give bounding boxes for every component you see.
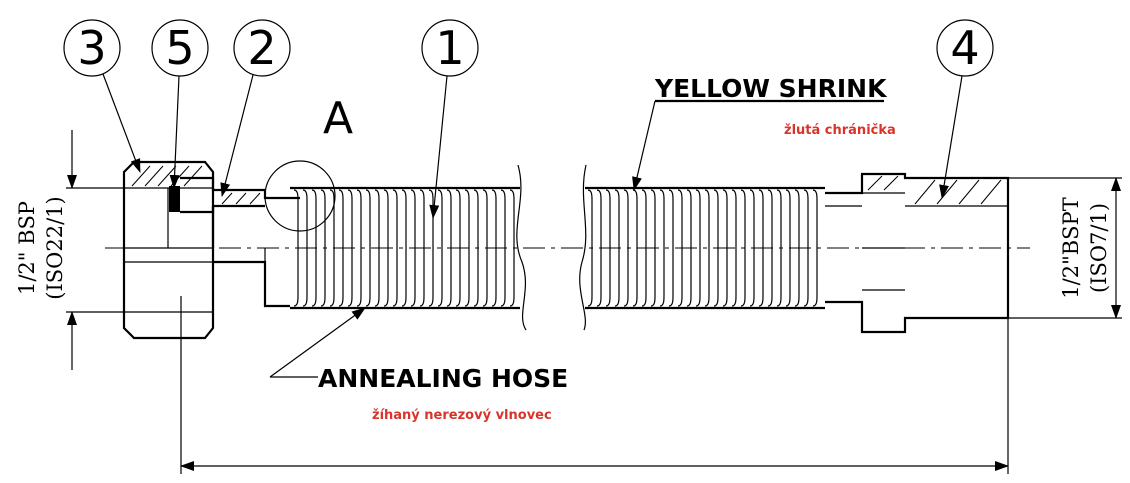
hose-corrugation-rib — [311, 189, 317, 307]
hose-corrugation-rib — [329, 189, 335, 307]
hose-corrugation-rib — [758, 189, 764, 307]
hose-corrugation-rib — [374, 189, 380, 307]
hose-corrugation-rib — [392, 189, 398, 307]
right-thread-standard: (ISO7/1) — [1087, 203, 1111, 293]
hose-corrugation-rib — [776, 189, 782, 307]
balloon-3-number: 3 — [77, 21, 106, 75]
hose-corrugation-rib — [464, 189, 470, 307]
break-line-left — [516, 164, 527, 331]
balloon-1: 1 — [421, 19, 479, 219]
annealing-hose-czech-label: žíhaný nerezový vlnovec — [372, 408, 552, 423]
right-thread-size: 1/2"BSPT — [1059, 197, 1083, 298]
balloon-4-number: 4 — [950, 21, 979, 75]
nipple-part-2 — [180, 160, 336, 308]
left-thread-dimension: 1/2" BSP (ISO22/1) — [15, 130, 124, 370]
hose-corrugation-rib — [410, 189, 416, 307]
hose-corrugation-rib — [482, 189, 488, 307]
hose-corrugation-rib — [650, 189, 656, 307]
hose-corrugation-rib — [347, 189, 353, 307]
hose-corrugation-rib — [731, 189, 737, 307]
hose-corrugation-rib — [419, 189, 425, 307]
hose-corrugation-rib — [605, 189, 611, 307]
annealing-hose-left-section — [290, 186, 520, 310]
hose-corrugation-rib — [365, 189, 371, 307]
hose-corrugation-rib — [641, 189, 647, 307]
seal-part-5 — [169, 186, 180, 212]
balloon-1-number: 1 — [435, 21, 464, 75]
balloon-2-number: 2 — [247, 21, 276, 75]
hose-corrugation-rib — [812, 189, 818, 307]
balloon-2: 2 — [220, 19, 291, 197]
hose-corrugation-rib — [356, 189, 362, 307]
balloon-5: 5 — [151, 19, 209, 189]
hose-corrugation-rib — [767, 189, 773, 307]
left-thread-standard: (ISO22/1) — [43, 196, 67, 299]
balloon-5-number: 5 — [165, 21, 194, 75]
hose-corrugation-rib — [713, 189, 719, 307]
hose-corrugation-rib — [794, 189, 800, 307]
male-fitting-part-4 — [825, 172, 1010, 334]
annealing-hose-callout: ANNEALING HOSE žíhaný nerezový vlnovec — [269, 307, 568, 423]
hose-corrugation-rib — [320, 189, 326, 307]
hose-corrugation-rib — [473, 189, 479, 307]
hose-corrugation-rib — [659, 189, 665, 307]
hose-corrugation-rib — [614, 189, 620, 307]
hose-corrugation-rib — [722, 189, 728, 307]
balloon-4: 4 — [936, 19, 994, 199]
hose-corrugation-rib — [632, 189, 638, 307]
hose-corrugation-rib — [668, 189, 674, 307]
hose-corrugation-rib — [455, 189, 461, 307]
hose-corrugation-rib — [302, 189, 308, 307]
hose-corrugation-rib — [437, 189, 443, 307]
hose-corrugation-rib — [338, 189, 344, 307]
hose-corrugation-rib — [749, 189, 755, 307]
balloon-3: 3 — [63, 19, 141, 173]
hose-corrugation-rib — [446, 189, 452, 307]
hose-corrugation-rib — [686, 189, 692, 307]
hose-corrugation-rib — [587, 189, 593, 307]
right-thread-dimension: 1/2"BSPT (ISO7/1) — [1008, 177, 1122, 319]
annealing-hose-right-section — [585, 186, 825, 310]
union-nut-part-3 — [122, 160, 215, 340]
annealing-hose-label: ANNEALING HOSE — [318, 364, 568, 393]
hose-corrugation-rib — [740, 189, 746, 307]
hose-corrugation-rib — [695, 189, 701, 307]
hose-corrugation-rib — [596, 189, 602, 307]
hose-corrugation-rib — [623, 189, 629, 307]
hose-corrugation-rib — [293, 189, 299, 307]
break-line-right — [579, 164, 587, 331]
hose-corrugation-rib — [428, 189, 434, 307]
view-label-a: A — [323, 93, 353, 144]
yellow-shrink-label: YELLOW SHRINK — [654, 74, 888, 103]
hose-corrugation-rib — [491, 189, 497, 307]
hose-corrugation-rib — [704, 189, 710, 307]
left-thread-size: 1/2" BSP — [15, 201, 39, 295]
hose-corrugation-rib — [677, 189, 683, 307]
hose-corrugation-rib — [509, 189, 515, 307]
yellow-shrink-callout: YELLOW SHRINK žlutá chránička — [632, 74, 896, 191]
yellow-shrink-czech-label: žlutá chránička — [784, 123, 896, 138]
hose-corrugation-rib — [803, 189, 809, 307]
hose-corrugation-rib — [383, 189, 389, 307]
hose-corrugation-rib — [401, 189, 407, 307]
hose-corrugation-rib — [785, 189, 791, 307]
overall-length-dimension — [180, 296, 1009, 474]
hose-corrugation-rib — [500, 189, 506, 307]
